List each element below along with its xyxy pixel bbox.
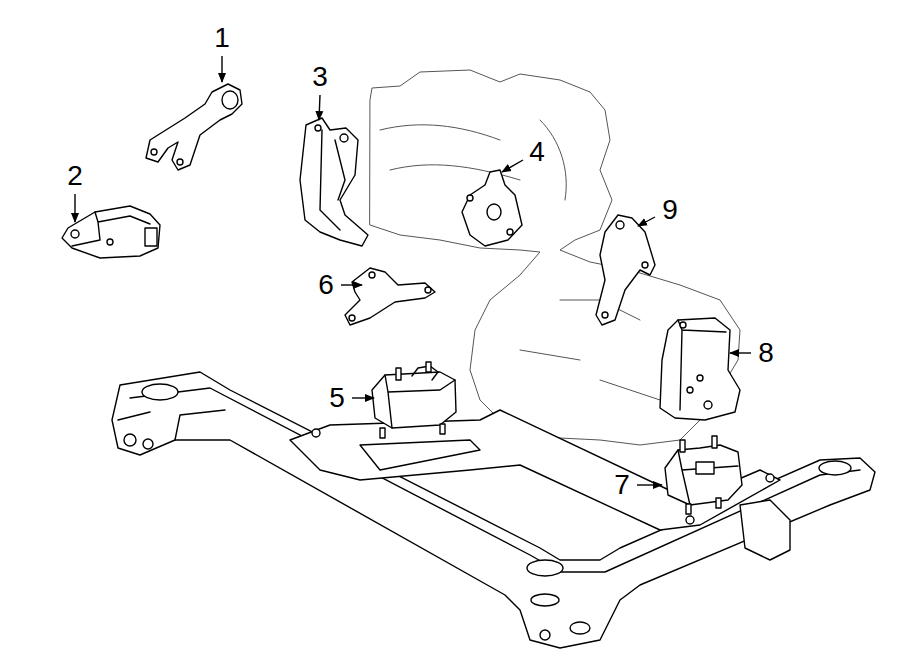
callout-number: 6	[318, 271, 334, 299]
callout-number: 1	[214, 24, 230, 52]
callout-number: 2	[67, 162, 83, 190]
callout-number: 4	[529, 138, 545, 166]
callout-number: 8	[758, 339, 774, 367]
callout-number: 9	[662, 196, 678, 224]
callout-number: 3	[312, 63, 328, 91]
callout-number: 7	[614, 471, 630, 499]
callout-number: 5	[329, 384, 345, 412]
